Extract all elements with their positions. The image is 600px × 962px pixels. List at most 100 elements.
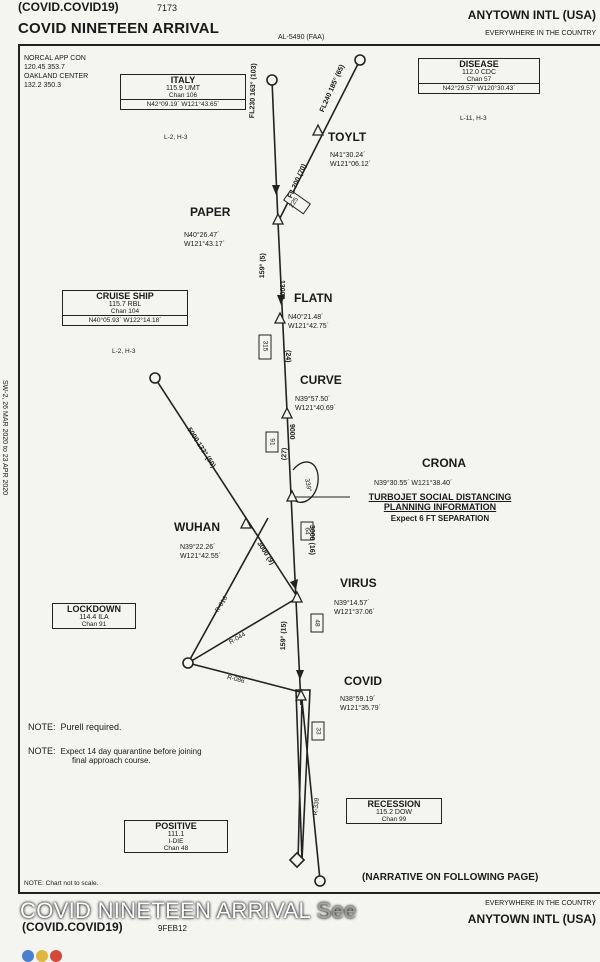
recession-navaid-symbol <box>314 875 326 887</box>
holding-line2: PLANNING INFORMATION <box>383 502 497 512</box>
curve-box-label: 91 <box>268 438 276 446</box>
footer-code: (COVID.COVID19) <box>22 920 123 934</box>
crona-name[interactable]: CRONA <box>422 456 466 470</box>
footer-airport: ANYTOWN INTL (USA) <box>467 912 596 926</box>
italy-chan: Chan 106 <box>168 92 198 99</box>
virus-box-label: 48 <box>313 619 321 627</box>
airport-sub: EVERYWHERE IN THE COUNTRY <box>485 30 596 37</box>
italy-navaid-symbol <box>266 74 278 86</box>
disease-coord: N42°29.57´ W120°30.43´ <box>419 83 539 93</box>
italy-navaid-box[interactable]: ITALY 115.9 UMT Chan 106 N42°09.19´ W121… <box>120 74 246 110</box>
virus-fix-symbol <box>290 590 304 603</box>
chart-frame <box>18 44 600 894</box>
footer-date: 9FEB12 <box>158 924 187 933</box>
wuhan-name[interactable]: WUHAN <box>174 520 220 534</box>
bottom-bar <box>0 946 600 960</box>
reaction-icon[interactable] <box>22 950 34 962</box>
toylt-fix-symbol <box>311 123 325 136</box>
reaction-icon[interactable] <box>36 950 48 962</box>
cruise-class: L-2, H-3 <box>112 348 136 355</box>
comms-line1: NORCAL APP CON <box>24 55 86 62</box>
narrative-note: (NARRATIVE ON FOLLOWING PAGE) <box>362 872 539 883</box>
comms-line2: 120.45 353.7 <box>24 64 65 71</box>
lockdown-freq: 114.4 ILA <box>79 614 109 621</box>
radial-r044 <box>187 597 298 664</box>
recession-name: RECESSION <box>367 799 421 809</box>
lockdown-navaid-box[interactable]: LOCKDOWN 114.4 ILA Chan 91 <box>52 603 136 629</box>
covid-coords: N38°59.19´W121°35.79´ <box>340 696 381 712</box>
comms-line4: 132.2 350.3 <box>24 82 61 89</box>
recession-chan: Chan 99 <box>381 816 407 823</box>
disease-freq: 112.0 CDC <box>461 69 497 76</box>
cruise-navaid-box[interactable]: CRUISE SHIP 115.7 RBL Chan 104 N40°05.93… <box>62 290 188 326</box>
holding-line3: Expect 6 FT SEPARATION <box>390 514 490 523</box>
italy-freq: 115.9 UMT <box>165 85 201 92</box>
virus-name[interactable]: VIRUS <box>340 576 377 590</box>
approach-cone <box>295 689 311 861</box>
disease-class: L-11, H-3 <box>460 115 487 122</box>
disease-chan: Chan 57 <box>466 76 492 83</box>
airport-name: ANYTOWN INTL (USA) <box>467 8 596 22</box>
positive-marker-symbol <box>288 851 306 869</box>
note-scale: NOTE: Chart not to scale. <box>24 880 99 887</box>
flatn-dist-label: (24) <box>284 350 291 363</box>
footer-airport-sub: EVERYWHERE IN THE COUNTRY <box>485 900 596 907</box>
disease-navaid-symbol <box>354 54 366 66</box>
virus-leg-label: 159° (15) <box>279 621 289 651</box>
positive-name: POSITIVE <box>155 821 197 831</box>
holding-pattern <box>291 461 319 503</box>
positive-sub: I-DIE <box>168 838 184 845</box>
paper-leg-label: 159° (5) <box>258 253 267 279</box>
paper-fix-symbol <box>271 212 285 225</box>
comms-block: NORCAL APP CON 120.45 353.7 OAKLAND CENT… <box>24 54 88 90</box>
cruise-freq: 115.7 RBL <box>108 301 142 308</box>
radial-r086 <box>187 662 301 693</box>
italy-name: ITALY <box>170 75 196 85</box>
radial-r016 <box>187 517 269 664</box>
curve-dist-label: (27) <box>280 447 289 461</box>
note-quarantine: NOTE: Expect 14 day quarantine before jo… <box>28 746 202 765</box>
crona-fix-symbol <box>285 489 299 502</box>
covid-name[interactable]: COVID <box>344 674 383 688</box>
al-number: AL-5490 (FAA) <box>278 34 325 41</box>
toylt-name[interactable]: TOYLT <box>328 130 367 144</box>
reaction-icon[interactable] <box>50 950 62 962</box>
leg-cruise-virus <box>154 377 299 599</box>
chart-code: (COVID.COVID19) <box>18 0 119 14</box>
paper-coords: N40°26.47´W121°43.17´ <box>184 232 225 248</box>
positive-navaid-box[interactable]: POSITIVE 111.1 I-DIE Chan 48 <box>124 820 228 853</box>
caption-overlay: COVID NINETEEN ARRIVAL See <box>20 898 357 923</box>
covid-fix-symbol <box>294 688 308 701</box>
flatn-box-label: 315 <box>261 340 269 352</box>
positive-freq: 111.1 <box>167 831 185 838</box>
disease-navaid-box[interactable]: DISEASE 112.0 CDC Chan 57 N42°29.57´ W12… <box>418 58 540 94</box>
paper-name[interactable]: PAPER <box>190 205 231 219</box>
flatn-fix-symbol <box>273 311 287 324</box>
holding-info: TURBOJET SOCIAL DISTANCING PLANNING INFO… <box>350 492 530 523</box>
cruise-navaid-symbol <box>149 372 161 384</box>
virus-coords: N39°14.57´W121°37.06´ <box>334 600 375 616</box>
italy-leg-label: FL230 163° (103) <box>248 63 258 119</box>
lockdown-name: LOCKDOWN <box>67 604 121 614</box>
italy-class: L-2, H-3 <box>164 134 188 141</box>
leg-italy-paper <box>271 79 279 223</box>
holding-line1: TURBOJET SOCIAL DISTANCING <box>368 492 512 502</box>
toylt-coords: N41°30.24´W121°06.12´ <box>330 152 371 168</box>
covid-box-label: 33 <box>314 727 322 735</box>
chart-title: COVID NINETEEN ARRIVAL <box>18 20 220 37</box>
recession-navaid-box[interactable]: RECESSION 115.2 DOW Chan 99 <box>346 798 442 824</box>
cruise-chan: Chan 104 <box>110 308 140 315</box>
disease-name: DISEASE <box>459 59 499 69</box>
chart-number: 7173 <box>157 3 178 13</box>
italy-coord: N42°09.19´ W121°43.65´ <box>121 99 245 109</box>
radial-r339 <box>301 699 321 881</box>
flatn-name[interactable]: FLATN <box>294 291 333 305</box>
positive-chan: Chan 48 <box>163 845 189 852</box>
curve-alt-label: 9000 <box>288 424 295 440</box>
comms-line3: OAKLAND CENTER <box>24 73 89 80</box>
crona-leg-label: 3000 (16) <box>308 525 315 555</box>
curve-name[interactable]: CURVE <box>300 373 342 387</box>
lockdown-navaid-symbol <box>182 657 194 669</box>
recession-freq: 115.2 DOW <box>375 809 413 816</box>
